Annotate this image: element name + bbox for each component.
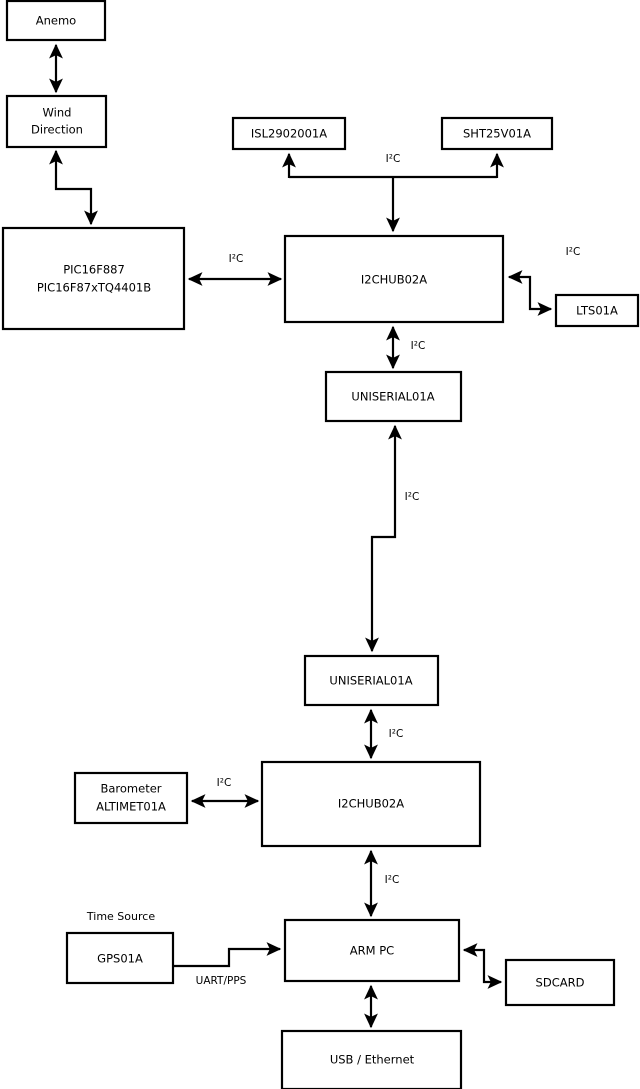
node-uniserial01a-bottom[interactable]: UNISERIAL01A: [303, 654, 440, 707]
node-label-line1: PIC16F887: [63, 263, 125, 277]
node-isl2902001a[interactable]: ISL2902001A: [231, 116, 347, 151]
node-barometer-altimet01a[interactable]: Barometer ALTIMET01A: [73, 771, 189, 825]
edge-label-uart-pps: UART/PPS: [196, 975, 247, 987]
node-label-line1: Wind: [43, 106, 72, 120]
edge-line: [173, 942, 282, 968]
node-label-line2: Direction: [31, 123, 83, 137]
node-box[interactable]: [504, 958, 616, 1007]
node-usb-ethernet[interactable]: USB / Ethernet: [280, 1029, 463, 1089]
node-anemo[interactable]: Anemo: [5, 0, 107, 42]
edge-label-uniserial-link: I²C: [405, 491, 420, 503]
node-label: ISL2902001A: [251, 127, 327, 141]
edge-gps-armpc: [173, 942, 282, 968]
node-uniserial01a-top[interactable]: UNISERIAL01A: [324, 370, 463, 423]
node-label: UNISERIAL01A: [329, 674, 412, 688]
node-box[interactable]: [324, 370, 463, 423]
node-box[interactable]: [5, 0, 107, 42]
node-box[interactable]: [73, 771, 189, 825]
node-label: GPS01A: [97, 952, 143, 966]
node-label: I2CHUB02A: [361, 273, 427, 287]
node-label: LTS01A: [576, 304, 618, 318]
node-label-line2: PIC16F87xTQ4401B: [37, 281, 151, 295]
edge-hub-lts: [507, 270, 553, 316]
node-label: USB / Ethernet: [330, 1053, 415, 1067]
node-label: I2CHUB02A: [338, 797, 404, 811]
node-i2chub02a-top[interactable]: I2CHUB02A: [283, 234, 505, 324]
node-label: SHT25V01A: [463, 127, 531, 141]
node-sdcard[interactable]: SDCARD: [504, 958, 616, 1007]
edge-label-sensor-bus: I²C: [386, 153, 401, 165]
edge-label-hub2-armpc: I²C: [385, 874, 400, 886]
node-label: UNISERIAL01A: [351, 390, 434, 404]
edge-layer: [49, 43, 553, 1029]
node-pic-mcu[interactable]: PIC16F887 PIC16F87xTQ4401B: [1, 226, 186, 331]
edge-line: [365, 424, 402, 653]
edge-label-barometer-hub: I²C: [217, 777, 232, 789]
node-box[interactable]: [554, 293, 640, 328]
edge-line: [49, 149, 98, 226]
node-arm-pc[interactable]: ARM PC: [283, 918, 461, 983]
node-label-line1: Barometer: [100, 782, 161, 796]
edge-wind-pic: [49, 149, 98, 226]
node-lts01a[interactable]: LTS01A: [554, 293, 640, 328]
node-box[interactable]: [1, 226, 186, 331]
edge-line: [462, 943, 503, 989]
node-sht25v01a[interactable]: SHT25V01A: [440, 116, 554, 151]
edge-line: [507, 270, 553, 316]
node-wind-direction[interactable]: Wind Direction: [5, 94, 108, 149]
node-box[interactable]: [260, 760, 482, 848]
edge-label-uniserial-hub2: I²C: [389, 728, 404, 740]
node-box[interactable]: [280, 1029, 463, 1089]
node-label: ARM PC: [350, 944, 394, 958]
node-box[interactable]: [440, 116, 554, 151]
node-box[interactable]: [283, 918, 461, 983]
edge-label-pic-hub: I²C: [229, 253, 244, 265]
label-layer: I²C I²C I²C I²C I²C I²C I²C I²C UART/PPS…: [86, 153, 580, 987]
node-label: Anemo: [36, 14, 76, 28]
node-box[interactable]: [303, 654, 440, 707]
edge-armpc-sdcard: [462, 943, 503, 989]
edge-hub-sensor-bus: [282, 152, 504, 233]
node-label-line2: ALTIMET01A: [96, 800, 166, 814]
edge-uniserial-link: [365, 424, 402, 653]
edge-label-hub-lts: I²C: [566, 246, 581, 258]
label-time-source: Time Source: [86, 910, 155, 923]
node-box[interactable]: [283, 234, 505, 324]
node-gps01a[interactable]: GPS01A: [65, 931, 175, 985]
node-box[interactable]: [65, 931, 175, 985]
node-label: SDCARD: [536, 976, 585, 990]
node-i2chub02a-bottom[interactable]: I2CHUB02A: [260, 760, 482, 848]
node-box[interactable]: [5, 94, 108, 149]
edge-label-hub-uniserial: I²C: [411, 340, 426, 352]
node-box[interactable]: [231, 116, 347, 151]
